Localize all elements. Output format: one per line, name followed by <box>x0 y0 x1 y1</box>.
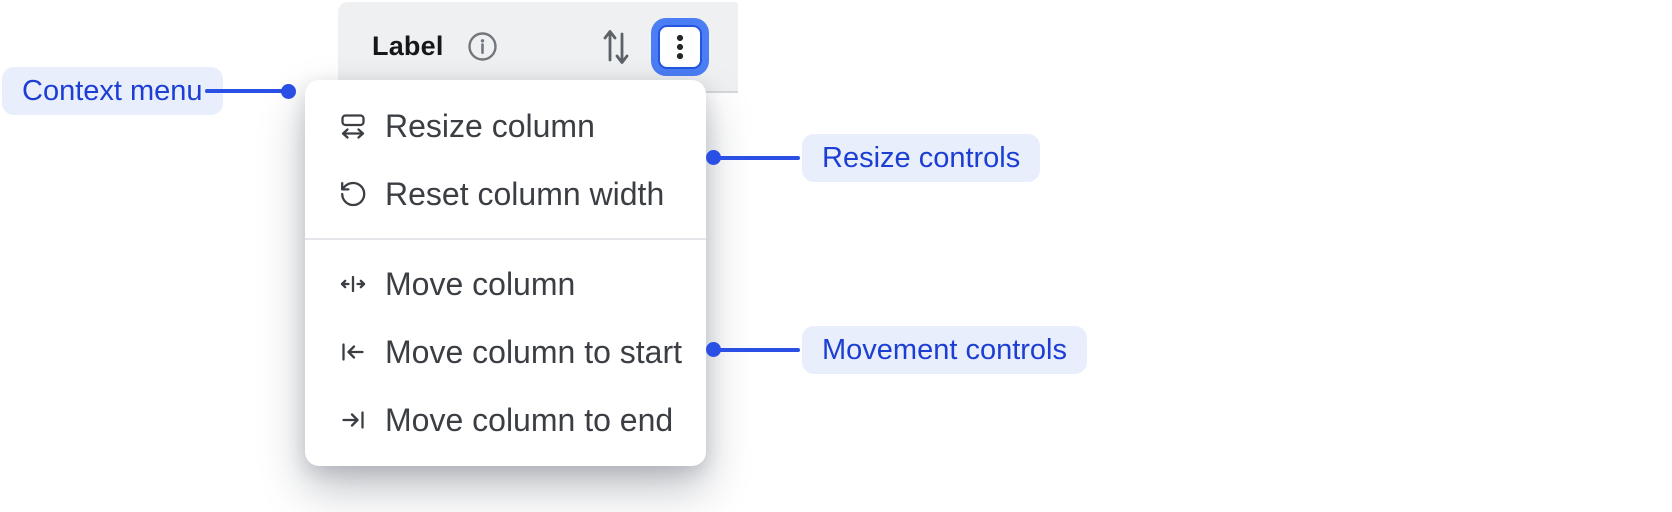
menu-item-label: Move column to start <box>385 333 682 370</box>
move-column-to-end-icon <box>342 411 364 429</box>
move-column-icon <box>340 275 366 293</box>
sort-arrows-icon[interactable] <box>603 26 629 68</box>
menu-item-move-column-to-end[interactable]: Move column to end <box>305 386 706 454</box>
column-context-menu: Resize column Reset column width <box>305 80 706 466</box>
reset-column-width-icon <box>341 181 366 207</box>
annotation-connector-line <box>718 348 800 352</box>
info-icon[interactable] <box>467 32 497 61</box>
annotation-movement-controls: Movement controls <box>802 326 1087 374</box>
annotation-connector-dot <box>706 150 721 165</box>
kebab-menu-icon <box>676 34 684 59</box>
column-menu-button-focus-ring <box>651 17 709 76</box>
table-column-header: Label <box>338 2 738 93</box>
annotation-connector-dot <box>706 342 721 357</box>
move-column-to-start-icon <box>342 343 364 361</box>
menu-item-label: Reset column width <box>385 175 665 212</box>
menu-item-label: Resize column <box>385 107 595 144</box>
column-menu-button[interactable] <box>658 24 702 69</box>
resize-column-icon <box>341 114 365 139</box>
menu-item-move-column[interactable]: Move column <box>305 250 706 318</box>
menu-item-reset-column-width[interactable]: Reset column width <box>305 160 706 228</box>
annotation-connector-line <box>205 89 283 93</box>
column-header-label: Label <box>372 31 444 61</box>
annotation-connector-line <box>718 156 800 160</box>
menu-divider <box>305 238 706 240</box>
menu-item-label: Move column <box>385 265 576 302</box>
annotation-context-menu: Context menu <box>2 67 223 115</box>
menu-item-move-column-to-start[interactable]: Move column to start <box>305 318 706 386</box>
annotation-resize-controls: Resize controls <box>802 134 1041 182</box>
menu-item-resize-column[interactable]: Resize column <box>305 92 706 160</box>
annotation-connector-dot <box>281 84 296 99</box>
menu-item-label: Move column to end <box>385 401 674 438</box>
